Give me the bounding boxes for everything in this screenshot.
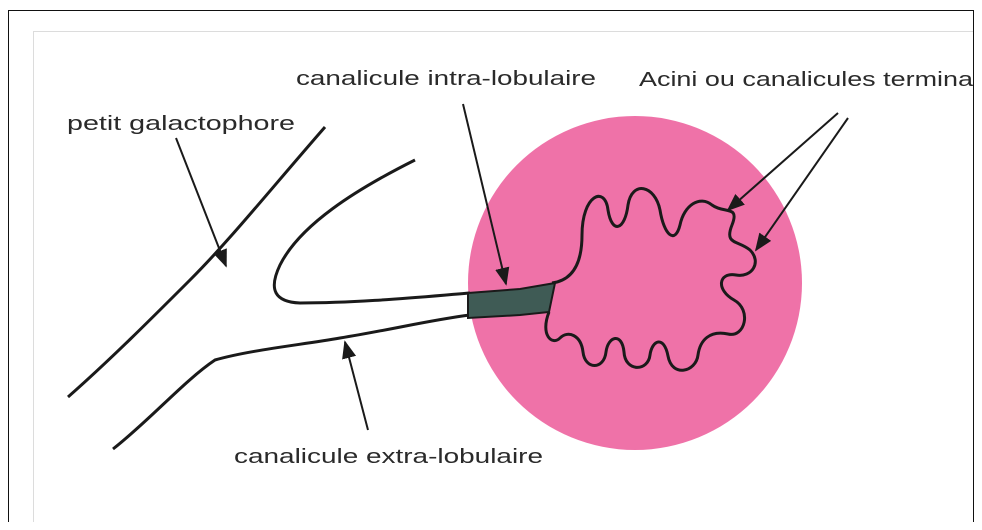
duct-outer-wall-lower xyxy=(113,315,470,449)
arrow-petit-galactophore xyxy=(176,138,226,266)
label-acini: Acini ou canalicules termina xyxy=(639,69,974,91)
label-canalicule-intra-lobulaire: canalicule intra-lobulaire xyxy=(296,68,596,90)
arrow-canalicule-extra xyxy=(345,342,368,430)
label-canalicule-extra-lobulaire: canalicule extra-lobulaire xyxy=(234,446,543,468)
arrow-acini-2 xyxy=(756,118,848,250)
lobule-circle xyxy=(468,116,802,450)
galactophore-wall-upper xyxy=(68,127,325,397)
label-petit-galactophore: petit galactophore xyxy=(67,113,295,135)
duct-inner-wall xyxy=(274,160,470,303)
